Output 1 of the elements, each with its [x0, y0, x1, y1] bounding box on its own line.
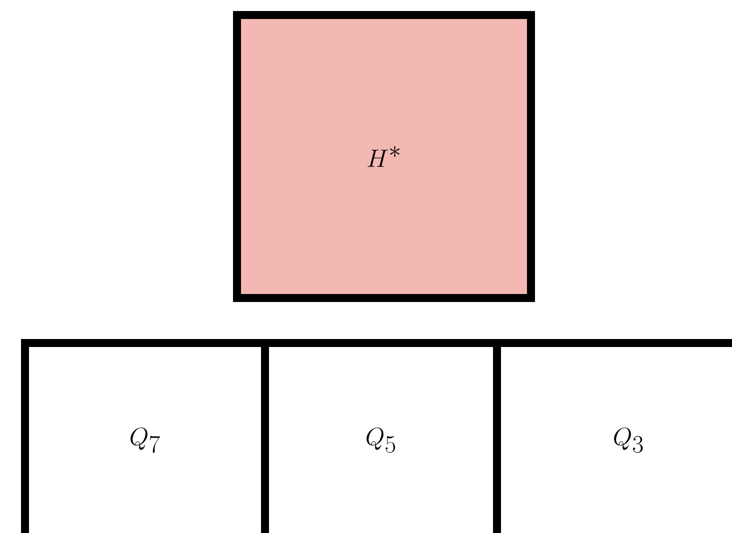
highlighted-box: $H^{*}$ — [233, 11, 535, 302]
